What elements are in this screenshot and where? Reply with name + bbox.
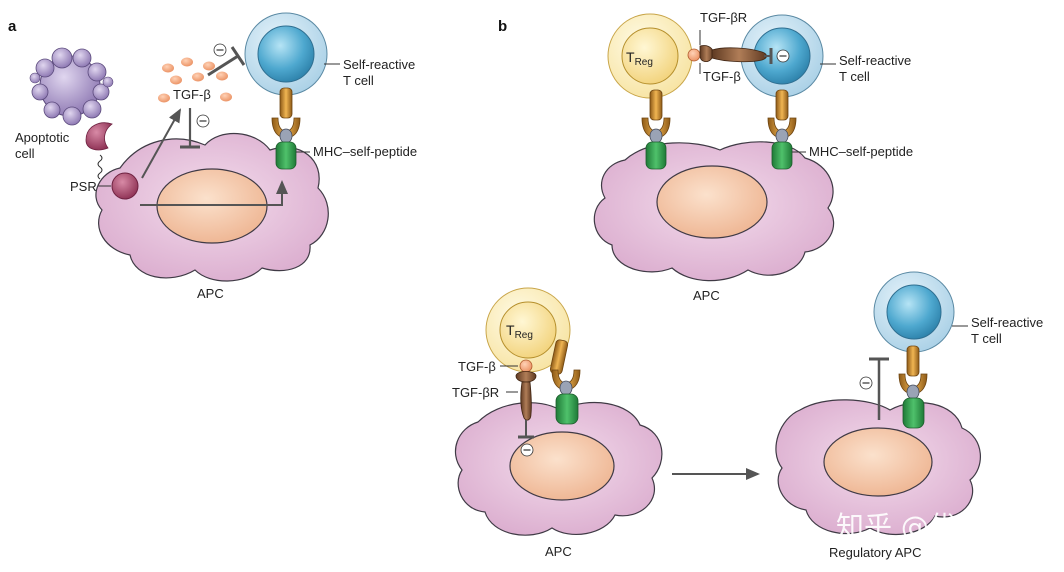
- tcr-receptor-icon: [549, 339, 581, 391]
- panel-b-label: b: [498, 18, 507, 35]
- tether-squiggle: [97, 154, 103, 180]
- ps-ligand-icon: [85, 122, 113, 151]
- self-reactive-t-cell-label: Self-reactive T cell: [971, 315, 1047, 346]
- panel-a-label: a: [8, 18, 17, 35]
- nucleus: [656, 165, 768, 239]
- mhc-self-peptide-icon: [902, 384, 925, 429]
- signal-arrow-to-mhc: [140, 180, 288, 206]
- tgf-beta-molecules: [158, 57, 232, 103]
- nucleus: [509, 431, 615, 501]
- inhibition-line: [207, 54, 239, 77]
- apc-label: APC: [545, 544, 572, 559]
- mhc-self-peptide-label: MHC–self-peptide: [313, 144, 417, 159]
- watermark-text: 知乎 @优宁维: [836, 510, 1013, 543]
- treg-cell: [607, 13, 693, 99]
- nucleus: [823, 427, 933, 497]
- tgf-beta-receptor-icon: [515, 359, 537, 421]
- psr-label: PSR: [70, 179, 97, 194]
- tgf-beta-receptor-icon: [687, 45, 767, 63]
- inhibition-bar: [230, 46, 246, 66]
- mhc-self-peptide-icon: [771, 128, 793, 170]
- mhc-self-peptide-icon: [275, 128, 297, 170]
- apoptotic-cell-icon: [29, 47, 114, 126]
- self-reactive-t-cell: [873, 271, 955, 353]
- mhc-self-peptide-icon: [555, 380, 579, 425]
- apoptotic-cell-label: Apoptotic cell: [15, 130, 73, 161]
- treg-cell: [485, 287, 571, 373]
- tcr-receptor-icon: [641, 89, 671, 139]
- tgf-beta-label: TGF-β: [703, 69, 741, 84]
- regulatory-apc-label: Regulatory APC: [829, 545, 922, 560]
- apc-label: APC: [197, 286, 224, 301]
- tgf-beta-r-label: TGF-βR: [700, 10, 747, 25]
- self-reactive-t-cell: [244, 12, 328, 96]
- signal-arrow-to-tgf: [141, 108, 181, 179]
- tgf-beta-r-label: TGF-βR: [452, 385, 499, 400]
- treg-label: TReg: [506, 322, 533, 341]
- tgf-beta-label: TGF-β: [458, 359, 496, 374]
- self-reactive-t-cell-label: Self-reactive T cell: [343, 57, 419, 88]
- self-reactive-t-cell-label: Self-reactive T cell: [839, 53, 915, 84]
- treg-label: TReg: [626, 49, 653, 68]
- apc-label: APC: [693, 288, 720, 303]
- tgf-beta-label: TGF-β: [173, 87, 211, 102]
- psr-receptor-icon: [111, 172, 139, 200]
- mhc-self-peptide-icon: [645, 128, 667, 170]
- tcr-receptor-icon: [271, 87, 301, 139]
- mhc-self-peptide-label: MHC–self-peptide: [809, 144, 913, 159]
